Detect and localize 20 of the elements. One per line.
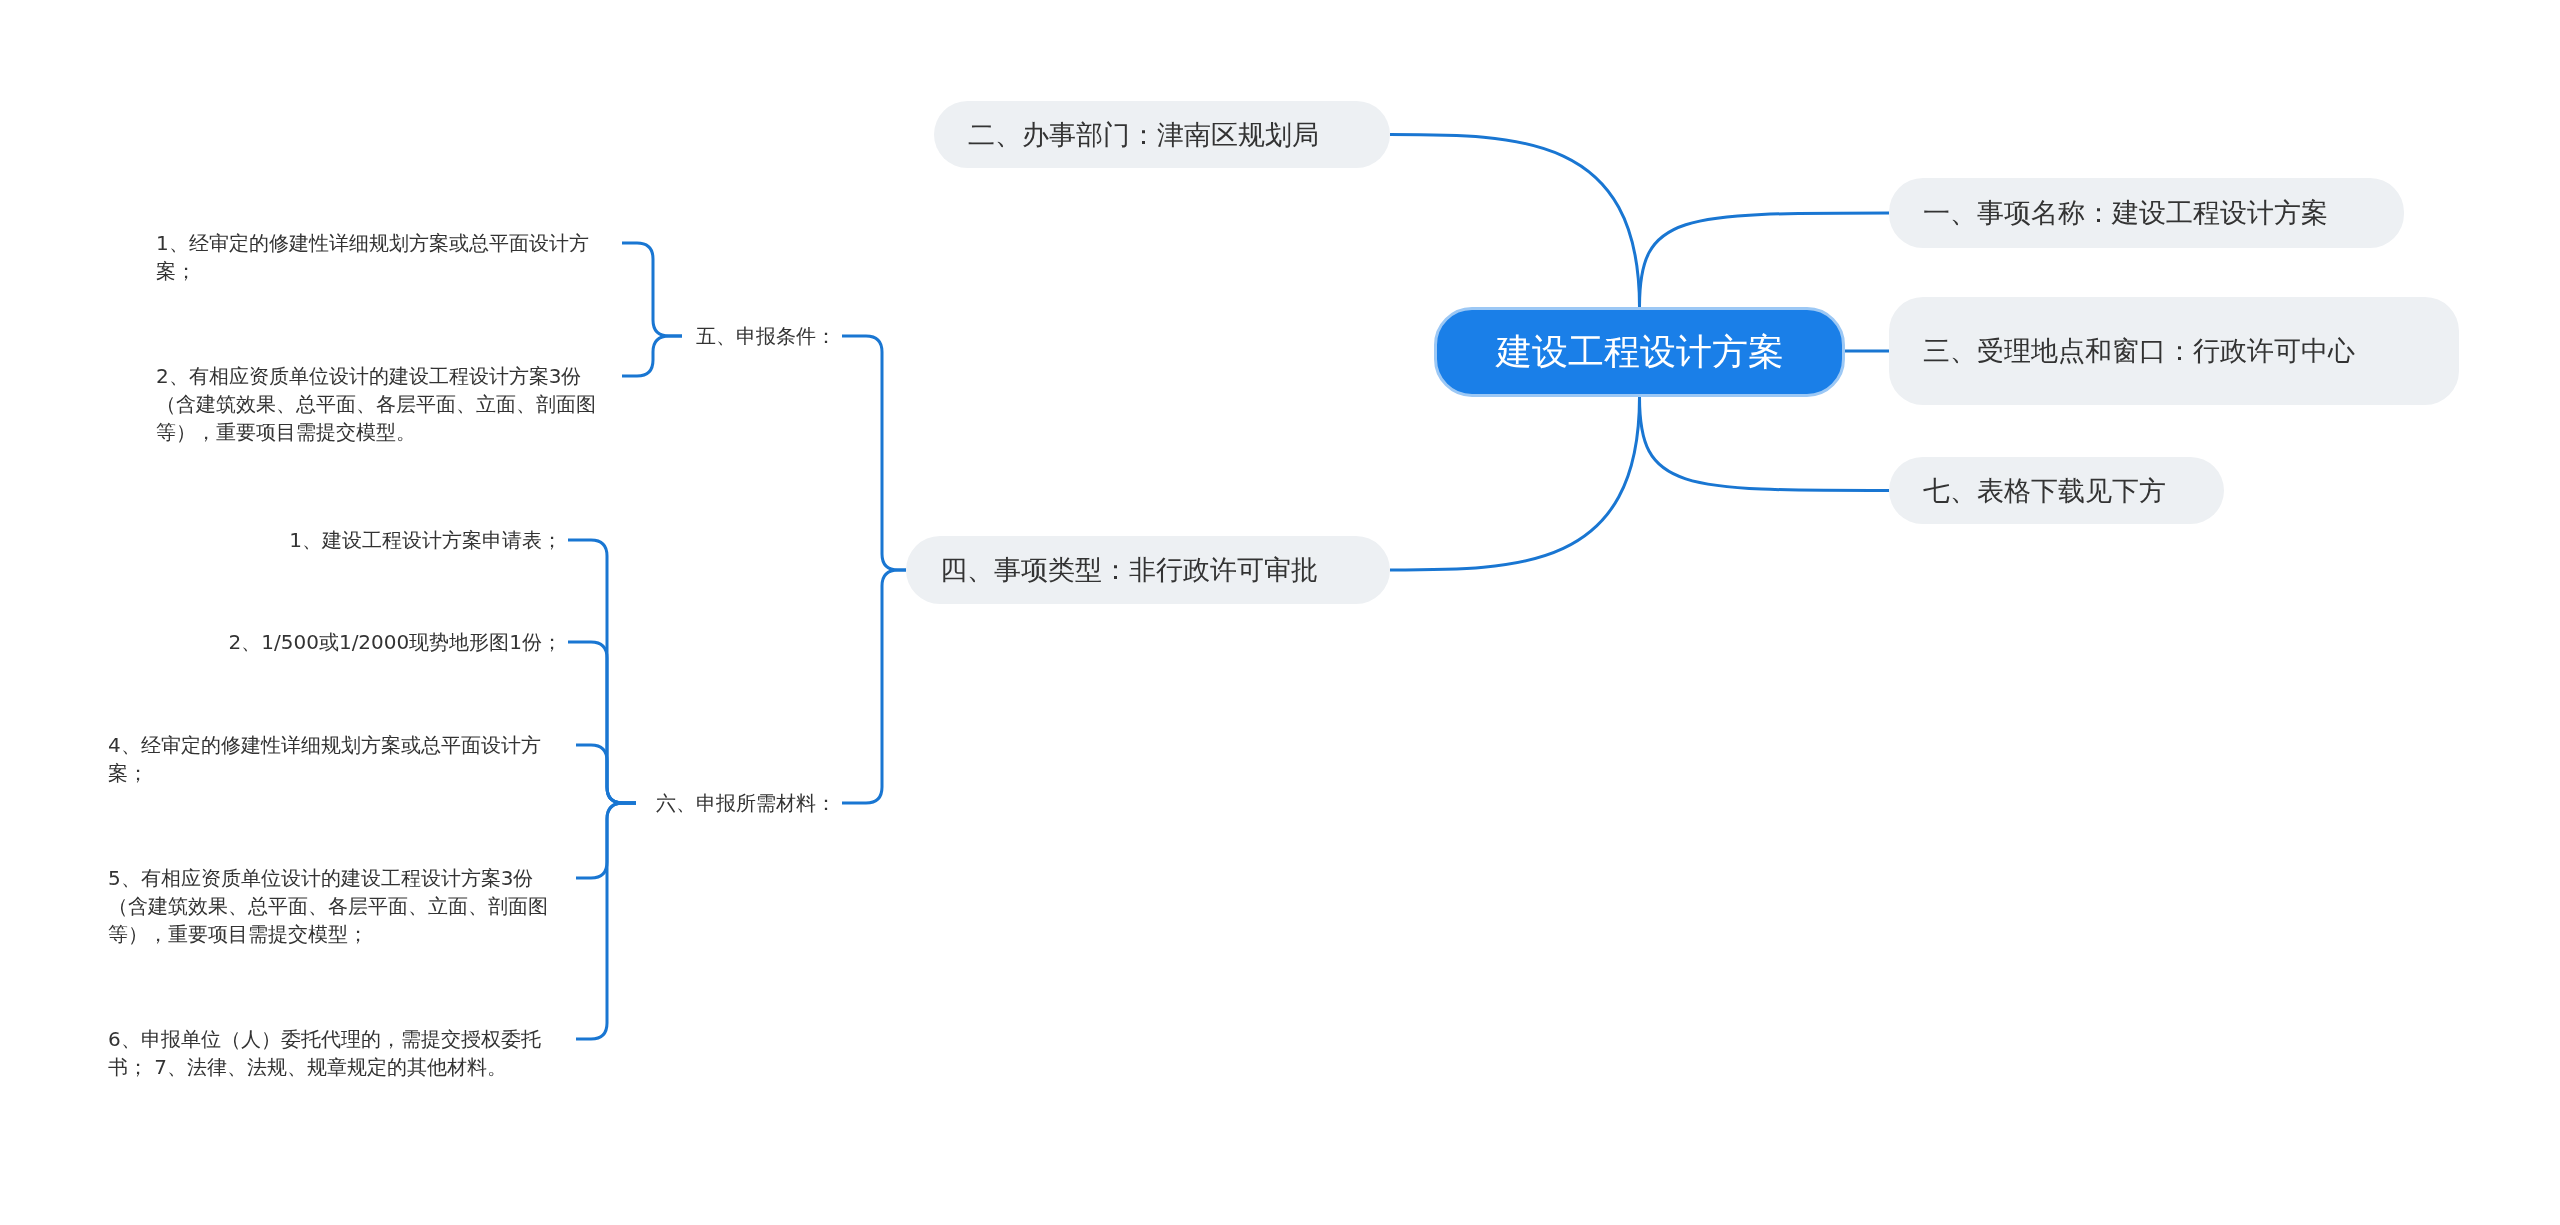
item-text: 2、1/500或1/2000现势地形图1份；	[150, 628, 562, 656]
topic-box: 七、表格下载见下方	[1889, 457, 2224, 524]
item-text: 1、建设工程设计方案申请表；	[180, 526, 562, 554]
item-text: 4、经审定的修建性详细规划方案或总平面设计方案；	[108, 731, 570, 787]
subtopic-label: 六、申报所需材料：	[640, 789, 836, 817]
topic-box: 一、事项名称：建设工程设计方案	[1889, 178, 2404, 248]
connector-line	[622, 334, 682, 378]
item-text: 2、有相应资质单位设计的建设工程设计方案3份（含建筑效果、总平面、各层平面、立面、剖面图等），重要项目需提交模型。	[156, 362, 616, 446]
topic-box: 四、事项类型：非行政许可审批	[906, 536, 1390, 604]
connector-line	[1390, 396, 1641, 572]
item-text: 6、申报单位（人）委托代理的，需提交授权委托书； 7、法律、法规、规章规定的其他材料。	[108, 1025, 570, 1109]
connector-line	[1638, 211, 1889, 308]
connector-line	[1845, 349, 1889, 353]
central-topic-box: 建设工程设计方案	[1434, 307, 1845, 397]
topic-box: 三、受理地点和窗口：行政许可中心	[1889, 297, 2459, 405]
connector-line	[842, 568, 906, 805]
topic-box: 二、办事部门：津南区规划局	[934, 101, 1390, 168]
subtopic-label: 五、申报条件：	[686, 322, 836, 350]
item-text: 5、有相应资质单位设计的建设工程设计方案3份（含建筑效果、总平面、各层平面、立面、剖面图等），重要项目需提交模型；	[108, 864, 570, 948]
item-text: 1、经审定的修建性详细规划方案或总平面设计方案；	[156, 229, 616, 285]
